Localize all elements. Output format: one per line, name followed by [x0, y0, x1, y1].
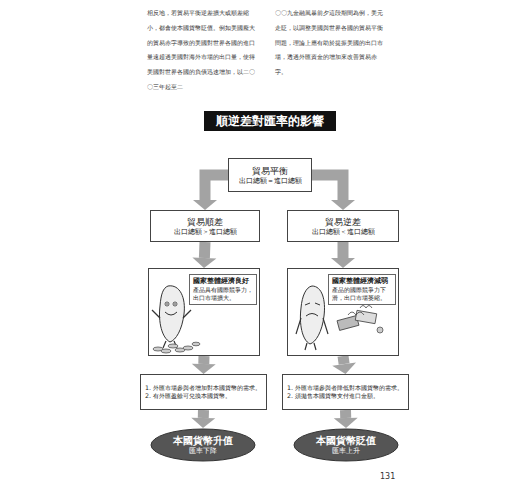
arrow-shaft [205, 175, 228, 200]
flow-arrow [192, 242, 216, 268]
node-heading: 國家整體經濟減弱 [332, 277, 392, 286]
arrow-head [331, 258, 355, 268]
arrow-shaft [312, 175, 343, 200]
flow-arrow [193, 175, 228, 210]
list-box: 1. 外匯市場參與者增加對本國貨幣的需求。2. 有外匯盈餘可兌換本國貨幣。 [140, 374, 267, 410]
node-heading: 貿易逆差 [325, 217, 361, 228]
title-band: 順逆差對匯率的影響 [204, 111, 336, 131]
node-text: 出口總額＞進口總額 [174, 228, 237, 236]
node-heading: 本國貨幣貶值 [316, 435, 376, 447]
arrow-head [331, 200, 355, 210]
node-text: 匯率下降 [189, 447, 217, 455]
arrow-shaft [338, 242, 349, 258]
process-box: 貿易順差出口總額＞進口總額 [150, 210, 260, 242]
arrow-shaft [343, 356, 344, 364]
flow-arrow [332, 356, 356, 374]
node-text: 匯率上升 [332, 447, 360, 455]
flow-arrow [191, 410, 215, 428]
node-text: 2. 須拋售本國貨幣支付進口金額。 [287, 392, 404, 400]
node-text: 產品的國際競爭力下滑，出口市場萎縮。 [332, 286, 392, 302]
process-box: 貿易逆差出口總額＜進口總額 [287, 210, 399, 242]
flow-arrow [331, 242, 355, 268]
list-box: 1. 外匯市場參與者降低對本國貨幣的需求。2. 須拋售本國貨幣支付進口金額。 [282, 374, 409, 410]
arrow-head [192, 258, 216, 268]
page-number: 131 [380, 472, 410, 481]
body-paragraph: 〇〇九金融風暴前夕這段期間為例，美元走貶，以調整美國與世界各國的貿易平衡問題，理… [275, 6, 387, 80]
illustrated-panel: 國家整體經濟減弱產品的國際競爭力下滑，出口市場萎縮。 [287, 268, 399, 356]
node-heading: 貿易平衡 [252, 166, 288, 177]
node-text: 出口總額＝進口總額 [239, 177, 302, 185]
arrow-shaft [198, 410, 209, 418]
illustrated-panel: 國家整體經濟良好產品具有國際競爭力，出口市場擴大。 [148, 268, 260, 356]
arrow-head [191, 418, 215, 428]
flow-arrow [192, 356, 216, 374]
result-ellipse: 本國貨幣貶值匯率上升 [293, 428, 399, 462]
flow-arrow [334, 410, 358, 428]
node-heading: 貿易順差 [187, 217, 223, 228]
node-text: 產品具有國際競爭力，出口市場擴大。 [193, 286, 253, 302]
node-heading: 1. 外匯市場參與者降低對本國貨幣的需求。 [287, 384, 404, 392]
ellipse-outline [294, 429, 398, 461]
node-heading: 本國貨幣升值 [173, 435, 233, 447]
arrow-shaft [198, 356, 209, 364]
arrow-head [332, 362, 356, 374]
result-ellipse: 本國貨幣升值匯率下降 [150, 428, 256, 462]
arrow-shaft [340, 410, 351, 418]
label-box: 國家整體經濟良好產品具有國際競爭力，出口市場擴大。 [189, 274, 257, 305]
node-heading: 國家整體經濟良好 [193, 277, 253, 286]
node-text: 出口總額＜進口總額 [312, 228, 375, 236]
label-box: 國家整體經濟減弱產品的國際競爭力下滑，出口市場萎縮。 [328, 274, 396, 305]
arrow-head [192, 364, 216, 374]
body-paragraph: 相反地，若貿易平衡逆差擴大或順差縮小，都會使本國貨幣貶值。例如美國龐大的貿易赤字… [147, 6, 259, 95]
flow-arrow [312, 175, 355, 210]
node-heading: 1. 外匯市場參與者增加對本國貨幣的需求。 [145, 384, 262, 392]
arrow-head [334, 418, 358, 428]
ellipse-outline [151, 429, 255, 461]
arrow-head [193, 200, 217, 210]
node-text: 2. 有外匯盈餘可兌換本國貨幣。 [145, 392, 262, 400]
arrow-shaft [199, 242, 211, 258]
process-box: 貿易平衡出口總額＝進口總額 [228, 158, 312, 192]
